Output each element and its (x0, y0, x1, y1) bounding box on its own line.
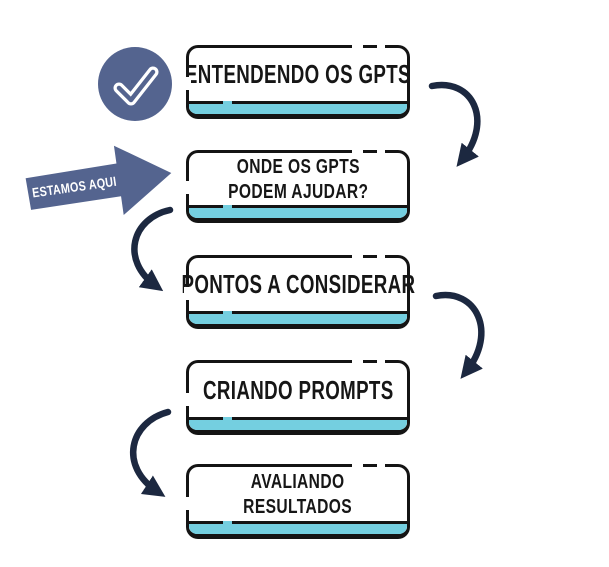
step-box-4: CRIANDO PROMPTS (184, 358, 410, 435)
connector-arrow-2 (131, 206, 174, 292)
accent-bar (189, 101, 407, 114)
accent-bar (189, 521, 407, 534)
connector-arrow-3 (432, 291, 485, 379)
step-box-3: PONTOS A CONSIDERAR (181, 253, 415, 329)
connector-arrow-4 (129, 408, 172, 497)
accent-bar (189, 311, 407, 324)
step-1-label: ENTENDENDO OS GPTS (185, 59, 411, 89)
accent-bar (189, 205, 407, 218)
right-arrow-shape (25, 145, 172, 216)
step-box-1: ENTENDENDO OS GPTS (184, 43, 411, 119)
step-3-label: PONTOS A CONSIDERAR (181, 269, 415, 299)
accent-bar (189, 417, 407, 430)
connector-arrow-1 (428, 81, 481, 167)
step-4-label: CRIANDO PROMPTS (202, 374, 394, 405)
estamos-aqui-marker: ESTAMOS AQUI (21, 131, 179, 235)
check-circle-icon (97, 46, 173, 122)
